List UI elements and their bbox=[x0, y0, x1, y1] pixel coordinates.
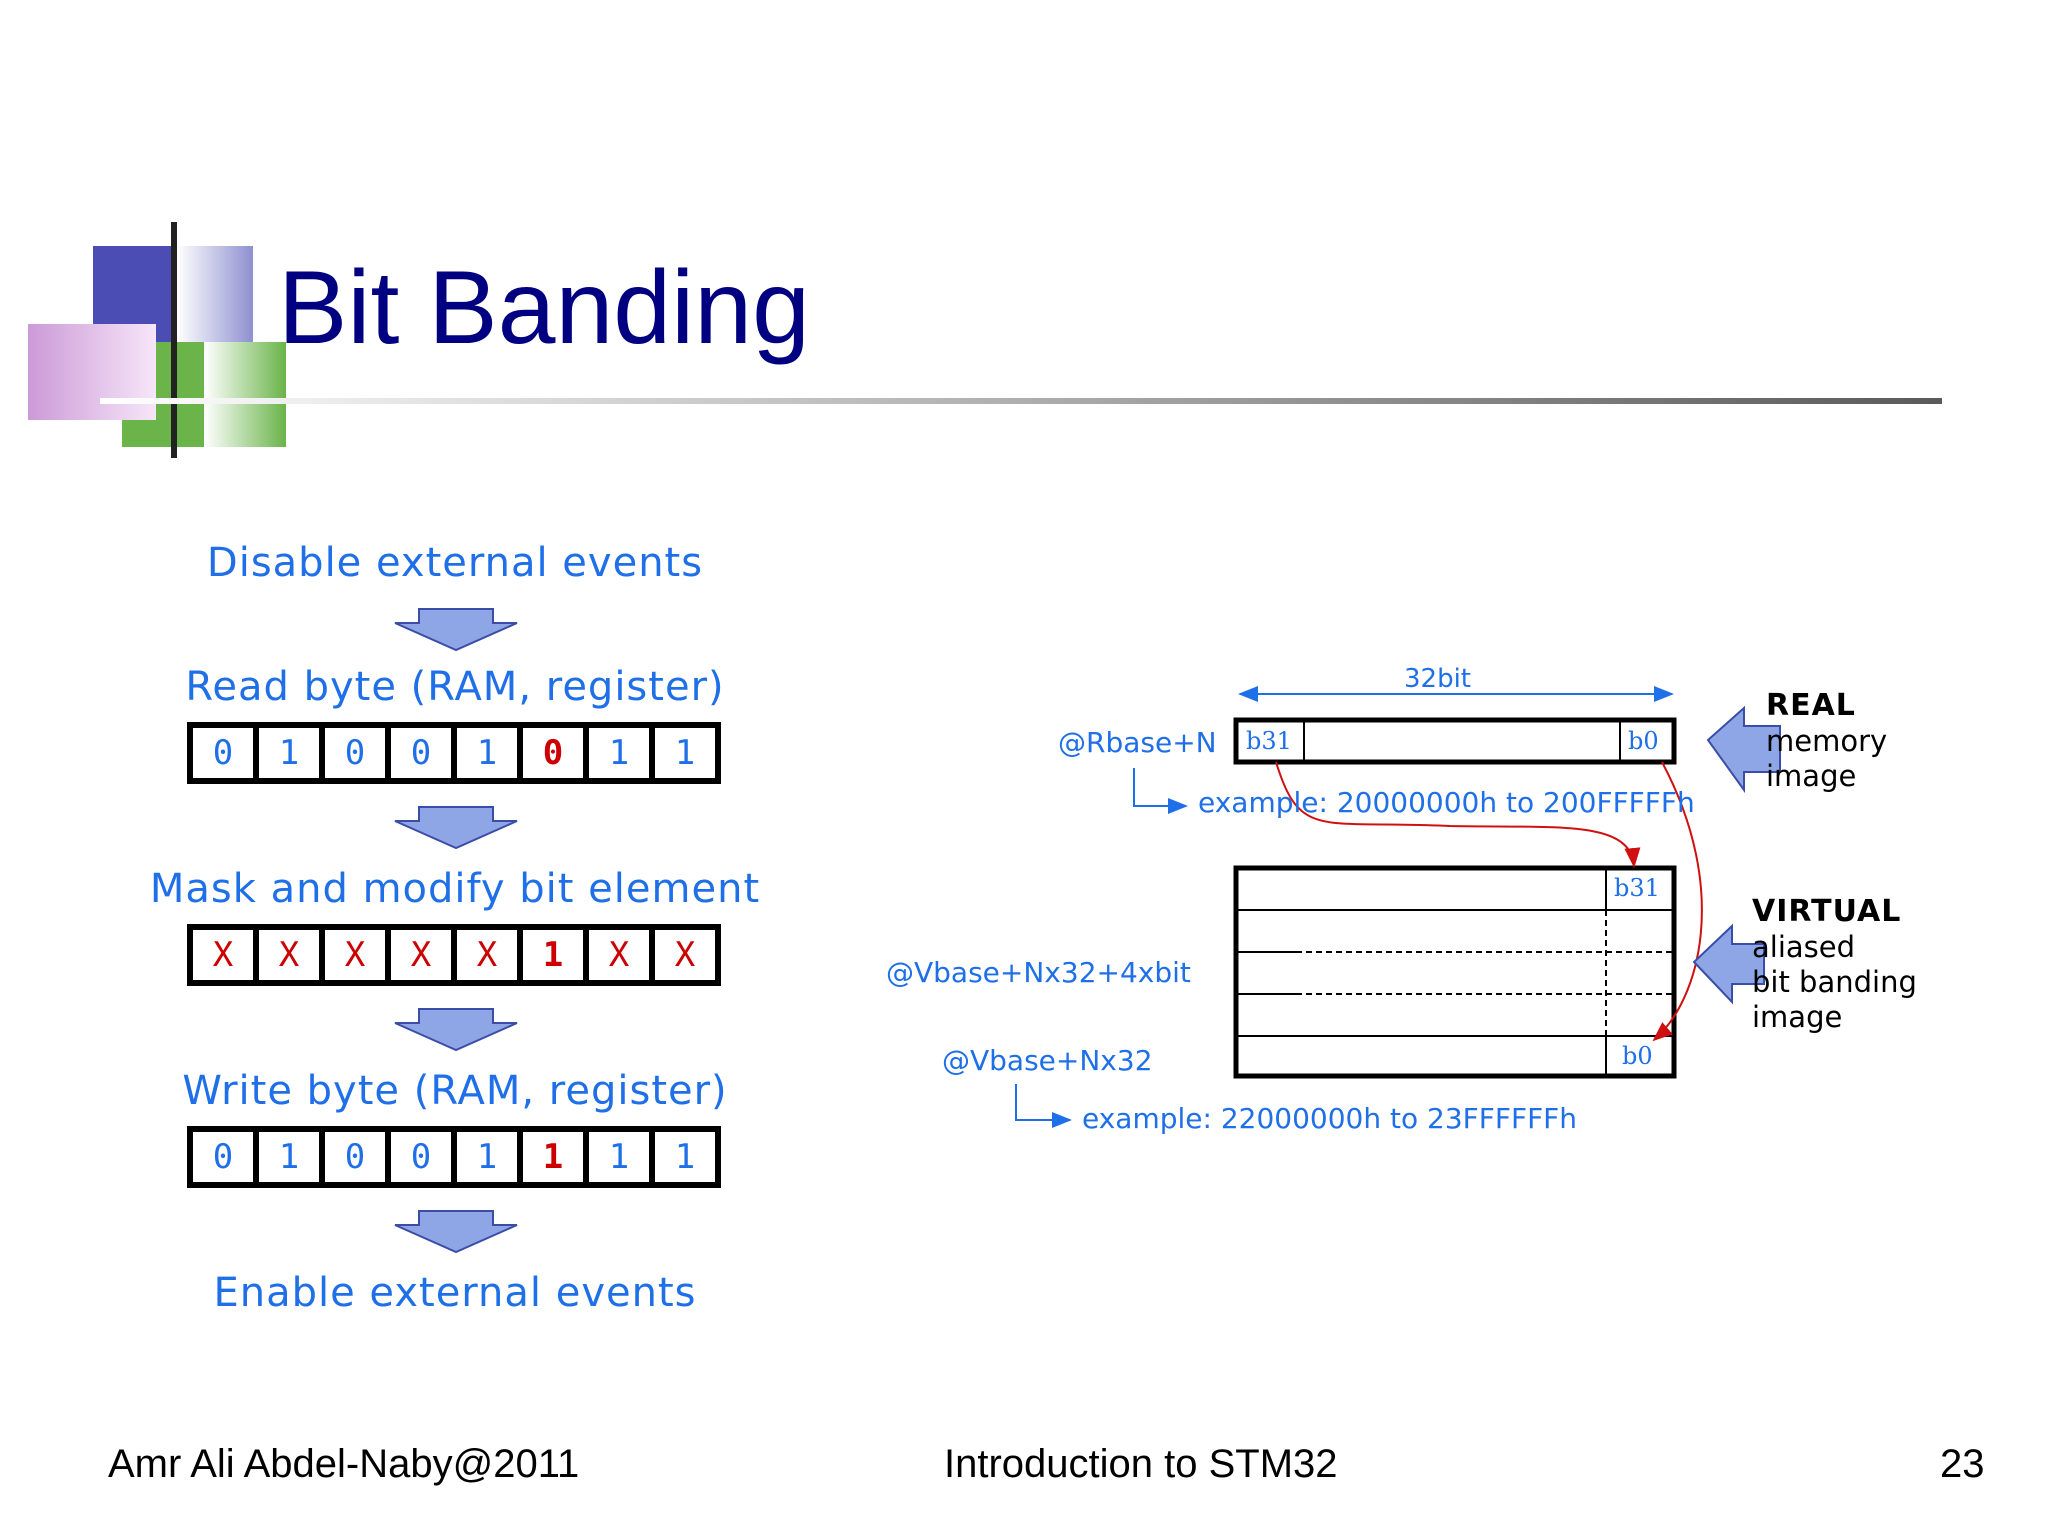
step-write-byte: Write byte (RAM, register) bbox=[182, 1068, 728, 1114]
rbase-example-connector bbox=[1133, 768, 1188, 814]
real-b31-label: b31 bbox=[1246, 727, 1292, 755]
bit-cell-highlight: 0 bbox=[523, 728, 583, 778]
virtual-example-range: example: 22000000h to 23FFFFFFh bbox=[1082, 1102, 1578, 1135]
vbase-example-connector bbox=[1015, 1084, 1072, 1128]
bit-cell: 1 bbox=[457, 1132, 517, 1182]
virtual-line3: image bbox=[1752, 1000, 1843, 1034]
bit-cell: 1 bbox=[655, 1132, 715, 1182]
bit-cell: X bbox=[193, 930, 253, 980]
decor-square-pink bbox=[28, 324, 156, 420]
flow-arrow-down-icon bbox=[394, 1008, 518, 1052]
bit-cell: 1 bbox=[589, 728, 649, 778]
real-memory-word bbox=[1233, 717, 1677, 765]
real-line2: image bbox=[1766, 759, 1857, 793]
bit-cell: X bbox=[655, 930, 715, 980]
virtual-b0-label: b0 bbox=[1622, 1042, 1653, 1070]
write-byte-register: 0 1 0 0 1 1 1 1 bbox=[187, 1126, 721, 1188]
bit-cell: 1 bbox=[457, 728, 517, 778]
flow-arrow-down-icon bbox=[394, 806, 518, 850]
bit-cell: X bbox=[589, 930, 649, 980]
step-enable-events: Enable external events bbox=[213, 1270, 697, 1316]
virtual-b31-label: b31 bbox=[1614, 874, 1660, 902]
real-pointer-arrow-icon bbox=[1706, 705, 1781, 794]
decor-square-green-fade bbox=[204, 342, 286, 447]
virtual-line2: bit banding bbox=[1752, 965, 1917, 999]
virtual-pointer-arrow-icon bbox=[1692, 923, 1765, 1005]
bit-cell: X bbox=[391, 930, 451, 980]
real-example-range: example: 20000000h to 200FFFFFh bbox=[1198, 786, 1695, 819]
virtual-line1: aliased bbox=[1752, 930, 1856, 964]
rbase-label: @Rbase+N bbox=[1058, 726, 1217, 759]
bit-cell: 0 bbox=[325, 1132, 385, 1182]
step-read-byte: Read byte (RAM, register) bbox=[185, 664, 725, 710]
slide-title: Bit Banding bbox=[278, 250, 810, 366]
footer-author: Amr Ali Abdel-Naby@2011 bbox=[108, 1442, 580, 1486]
width-label: 32bit bbox=[1404, 664, 1472, 694]
real-line1: memory bbox=[1766, 724, 1888, 758]
bit-mapping-arrows bbox=[1275, 761, 1703, 1042]
real-title: REAL bbox=[1766, 688, 1856, 723]
footer-page-number: 23 bbox=[1940, 1442, 1985, 1486]
decor-vertical-bar bbox=[171, 222, 177, 458]
footer-course: Introduction to STM32 bbox=[944, 1442, 1338, 1486]
virtual-title: VIRTUAL bbox=[1752, 894, 1902, 929]
read-byte-register: 0 1 0 0 1 0 1 1 bbox=[187, 722, 721, 784]
bit-cell-highlight: 1 bbox=[523, 1132, 583, 1182]
decor-square-lavender bbox=[177, 246, 253, 342]
bit-cell: X bbox=[325, 930, 385, 980]
mask-byte-register: X X X X X 1 X X bbox=[187, 924, 721, 986]
title-underline bbox=[100, 398, 1942, 404]
bit-cell: X bbox=[259, 930, 319, 980]
bit-cell: 0 bbox=[193, 728, 253, 778]
virtual-memory-block bbox=[1233, 865, 1677, 1079]
bit-cell: 0 bbox=[325, 728, 385, 778]
bit-cell: 1 bbox=[259, 728, 319, 778]
bit-cell-highlight: 1 bbox=[523, 930, 583, 980]
bit-cell: 1 bbox=[259, 1132, 319, 1182]
bit-cell: 0 bbox=[391, 1132, 451, 1182]
bit-cell: 1 bbox=[655, 728, 715, 778]
flow-arrow-down-icon bbox=[394, 1210, 518, 1254]
vbase-bit-label: @Vbase+Nx32+4xbit bbox=[886, 956, 1191, 989]
flow-arrow-down-icon bbox=[394, 608, 518, 652]
bit-cell: 1 bbox=[589, 1132, 649, 1182]
step-mask-modify: Mask and modify bit element bbox=[149, 866, 761, 912]
bit-cell: X bbox=[457, 930, 517, 980]
bit-cell: 0 bbox=[193, 1132, 253, 1182]
vbase-label: @Vbase+Nx32 bbox=[942, 1044, 1153, 1077]
step-disable-events: Disable external events bbox=[206, 540, 704, 586]
real-b0-label: b0 bbox=[1628, 727, 1659, 755]
bit-cell: 0 bbox=[391, 728, 451, 778]
